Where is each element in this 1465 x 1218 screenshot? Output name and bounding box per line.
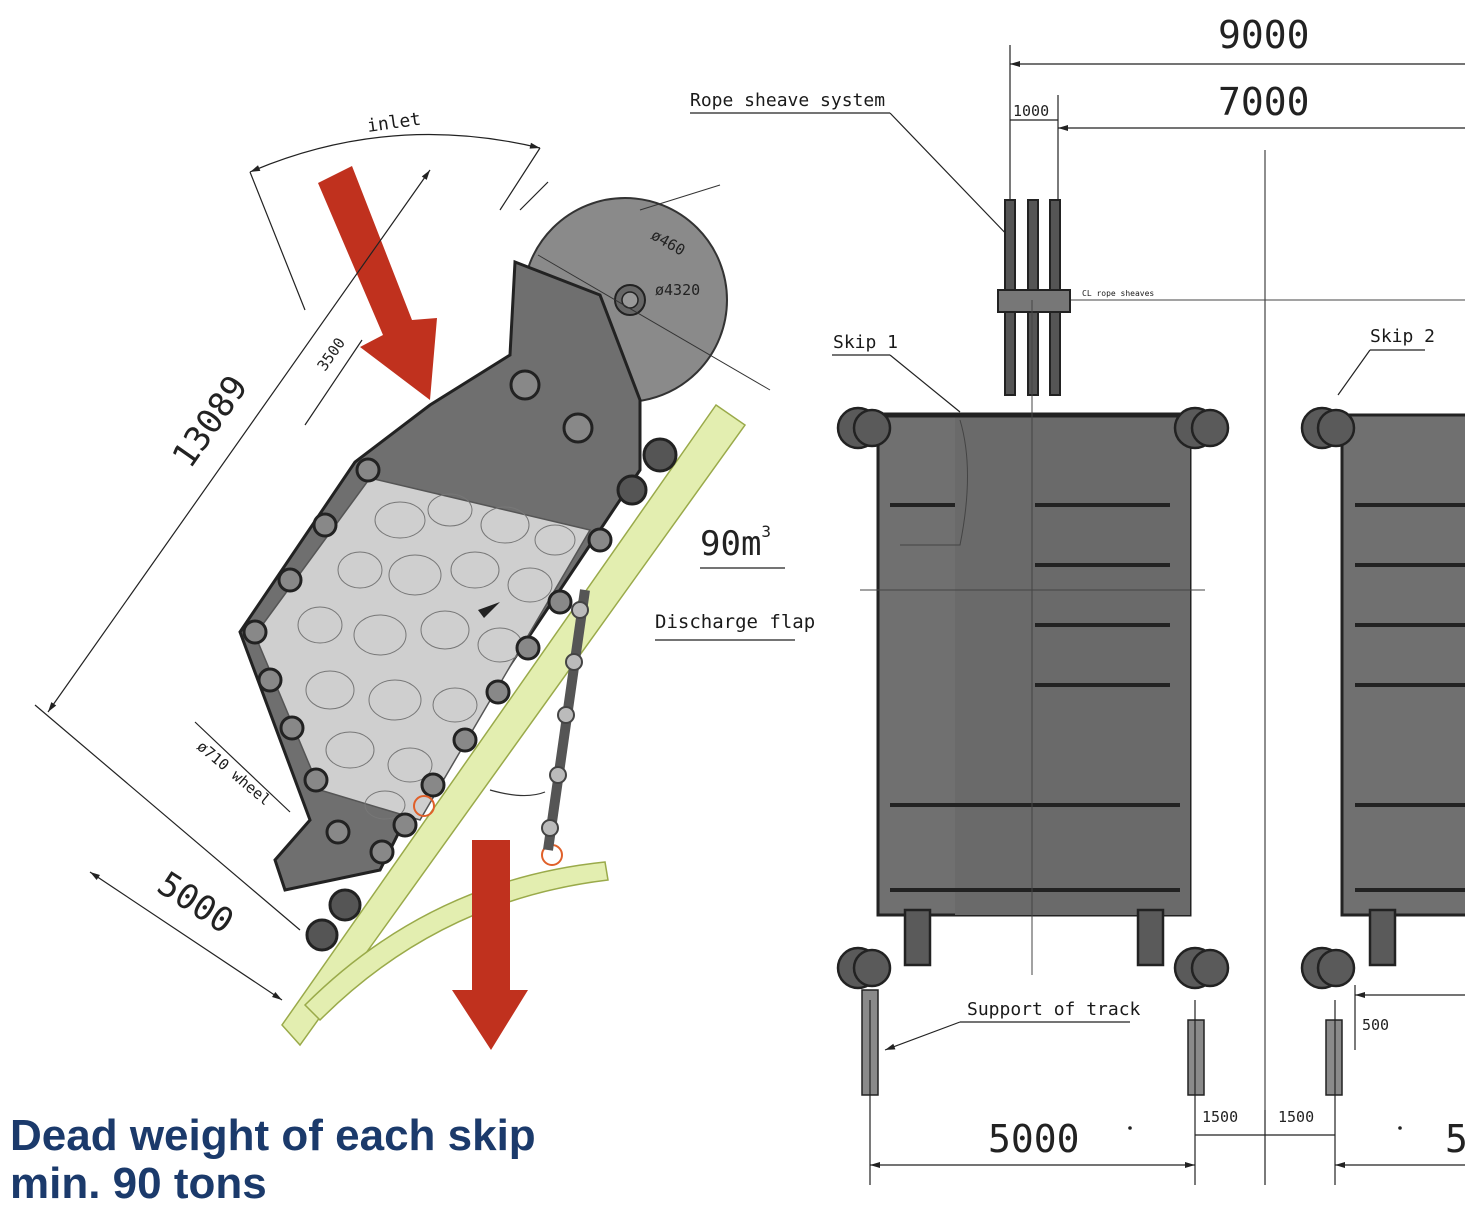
caption-line-2: min. 90 tons	[10, 1159, 267, 1208]
inlet-label: inlet	[366, 109, 423, 137]
skip1-label: Skip 1	[833, 332, 898, 353]
dim-5000: 5000	[988, 1117, 1080, 1161]
dead-weight-caption: Dead weight of each skip min. 90 tons	[10, 1112, 536, 1208]
dim-1500-right: 1500	[1278, 1108, 1314, 1126]
length-dimension: 13089	[165, 368, 256, 475]
dim-7000: 7000	[1218, 80, 1310, 124]
skip1-rollers	[836, 406, 1230, 990]
caption-line-1: Dead weight of each skip	[10, 1111, 536, 1160]
dim-1500-left: 1500	[1202, 1108, 1238, 1126]
rope-sheave-label: Rope sheave system	[690, 90, 885, 111]
discharge-arrow	[452, 840, 528, 1050]
support-track-label: Support of track	[967, 999, 1141, 1020]
skip-wheels	[305, 437, 678, 952]
dim-500: 500	[1362, 1016, 1389, 1034]
dim-1000: 1000	[1013, 102, 1049, 120]
dim-5000-cut: 5	[1445, 1117, 1465, 1161]
skip-2	[1300, 406, 1465, 1096]
discharge-flap	[489, 589, 590, 851]
wheel-label: ø710 wheel	[193, 737, 274, 809]
rail-track	[281, 403, 747, 1047]
curved-rail	[303, 861, 609, 1022]
volume-label: 90m3	[700, 522, 771, 564]
discharge-flap-label: Discharge flap	[655, 611, 815, 633]
cl-rope-sheaves-label: CL rope sheaves	[1082, 289, 1154, 298]
side-view: inlet 13089 3500 ø460 ø4320 90m3 Dischar…	[34, 109, 815, 1050]
inlet-arrow	[318, 166, 437, 400]
bottom-dimension: 5000	[150, 864, 240, 942]
skip-1	[836, 300, 1230, 1096]
skip2-label: Skip 2	[1370, 326, 1435, 347]
rope-sheaves	[997, 199, 1071, 396]
dim-d4320: ø4320	[655, 281, 700, 299]
dim-9000: 9000	[1218, 13, 1310, 57]
front-view: 9000 7000 1000 Rope sheave system CL rop…	[690, 13, 1465, 1185]
